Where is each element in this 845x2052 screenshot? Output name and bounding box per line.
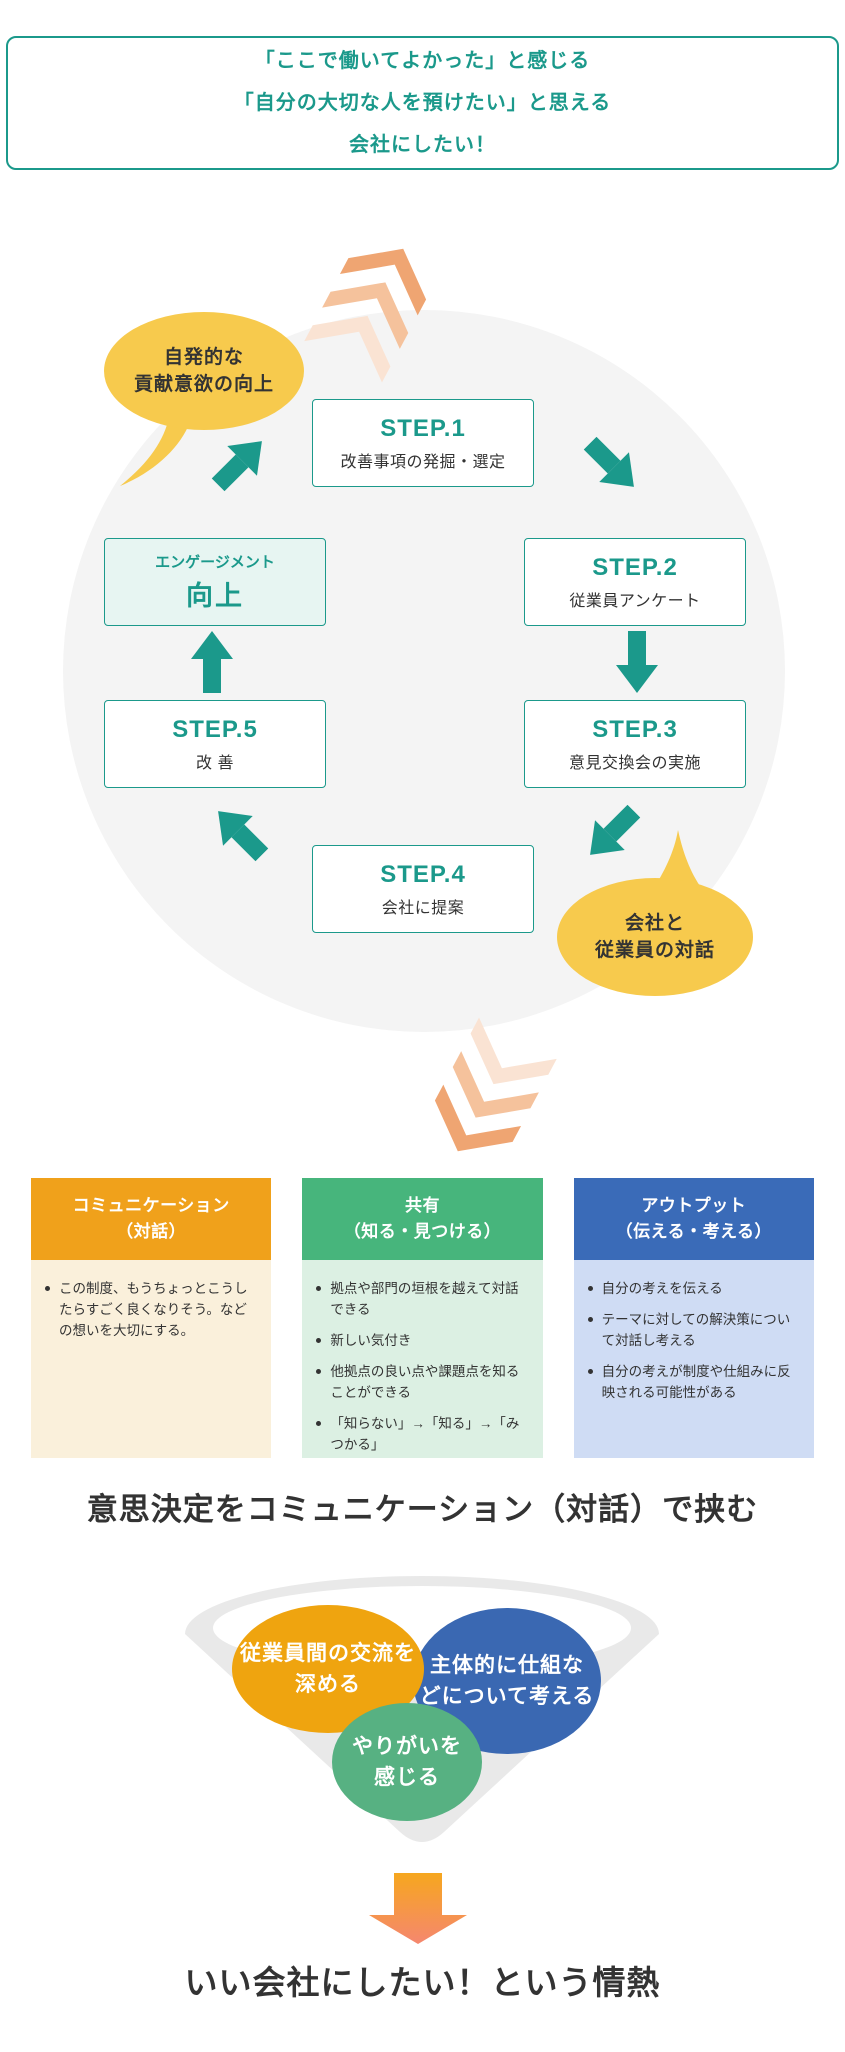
column-output: アウトプット （伝える・考える） 自分の考えを伝えるテーマに対しての解決策につい… — [573, 1178, 814, 1458]
funnel-diagram: 従業員間の交流を 深める 主体的に仕組な どについて考える やりがいを 感じる — [0, 1570, 845, 1860]
step-2-box: STEP.2 従業員アンケート — [524, 538, 746, 626]
column-output-header: アウトプット （伝える・考える） — [573, 1178, 814, 1260]
column-output-title: アウトプット — [641, 1196, 747, 1215]
column-output-body: 自分の考えを伝えるテーマに対しての解決策について対話し考える自分の考えが制度や仕… — [573, 1260, 814, 1458]
bubble-bottom-line-2: 従業員の対話 — [594, 940, 715, 961]
step-3-box: STEP.3 意見交換会の実施 — [524, 700, 746, 788]
goal-message-box: 「ここで働いてよかった」と感じる 「自分の大切な人を預けたい」と思える 会社にし… — [6, 36, 839, 170]
funnel-circle-fulfillment-line-1: やりがいを — [352, 1735, 462, 1758]
goal-line-2: 「自分の大切な人を預けたい」と思える — [233, 92, 612, 114]
step-4-desc: 会社に提案 — [381, 899, 465, 917]
speech-bubble-voluntary-contribution: 自発的な 貢献意欲の向上 — [104, 312, 304, 430]
column-sharing-body: 拠点や部門の垣根を越えて対話できる新しい気付き他拠点の良い点や課題点を知ることが… — [302, 1260, 543, 1458]
column-output-subtitle: （伝える・考える） — [615, 1222, 773, 1241]
column-sharing-bullets: 拠点や部門の垣根を越えて対話できる新しい気付き他拠点の良い点や課題点を知ることが… — [314, 1278, 528, 1455]
bullet-item: 「知らない」→「知る」→「みつかる」 — [314, 1413, 528, 1455]
column-communication-body: この制度、もうちょっとこうしたらすごく良くなりそう。などの想いを大切にする。 — [31, 1260, 272, 1458]
bubble-bottom-line-1: 会社と — [624, 913, 685, 934]
bubble-top-line-2: 貢献意欲の向上 — [133, 374, 274, 395]
bullet-item: 拠点や部門の垣根を越えて対話できる — [314, 1278, 528, 1320]
bullet-item: テーマに対しての解決策について対話し考える — [586, 1309, 800, 1351]
step-5-desc: 改 善 — [196, 754, 234, 772]
bullet-item: 自分の考えが制度や仕組みに反映される可能性がある — [586, 1361, 800, 1403]
bullet-item: この制度、もうちょっとこうしたらすごく良くなりそう。などの想いを大切にする。 — [43, 1278, 257, 1341]
step-1-box: STEP.1 改善事項の発掘・選定 — [312, 399, 534, 487]
mid-heading: 意思決定をコミュニケーション（対話）で挟む — [86, 1492, 759, 1527]
funnel-circle-fulfillment-line-2: 感じる — [374, 1766, 440, 1789]
goal-line-3: 会社にしたい！ — [349, 134, 496, 156]
chevron-up-icon — [304, 248, 427, 383]
arrow-down-icon — [616, 631, 658, 693]
column-communication-header: コミュニケーション （対話） — [31, 1178, 272, 1260]
chevron-down-icon — [434, 1017, 557, 1152]
bubble-top-line-1: 自発的な — [163, 347, 244, 368]
goal-line-1: 「ここで働いてよかった」と感じる — [254, 50, 591, 72]
column-sharing-title: 共有 — [404, 1196, 440, 1215]
step-5-box: STEP.5 改 善 — [104, 700, 326, 788]
arrow-up-left-icon — [218, 811, 269, 862]
arrow-up-right-icon — [211, 441, 262, 492]
column-output-bullets: 自分の考えを伝えるテーマに対しての解決策について対話し考える自分の考えが制度や仕… — [586, 1278, 800, 1403]
step-5-label: STEP.5 — [172, 715, 258, 743]
step-3-desc: 意見交換会の実施 — [568, 754, 701, 772]
step-3-label: STEP.3 — [592, 715, 678, 743]
funnel-circle-proactive-line-1: 主体的に仕組な — [430, 1654, 584, 1677]
arrow-down-right-icon — [583, 436, 634, 487]
column-communication-title: コミュニケーション — [72, 1196, 230, 1215]
bullet-item: 他拠点の良い点や課題点を知ることができる — [314, 1361, 528, 1403]
step-4-label: STEP.4 — [380, 860, 466, 888]
big-down-arrow-icon — [369, 1873, 467, 1944]
improvement-cycle-diagram: 自発的な 貢献意欲の向上 会社と 従業員の対話 エンゲージメント 向上 STEP… — [0, 200, 845, 1160]
column-communication: コミュニケーション （対話） この制度、もうちょっとこうしたらすごく良くなりそう… — [31, 1178, 272, 1458]
column-sharing: 共有 （知る・見つける） 拠点や部門の垣根を越えて対話できる新しい気付き他拠点の… — [302, 1178, 543, 1458]
step-2-desc: 従業員アンケート — [569, 592, 701, 610]
arrow-down-left-icon — [590, 804, 641, 855]
engagement-value: 向上 — [186, 581, 244, 611]
step-4-box: STEP.4 会社に提案 — [312, 845, 534, 933]
bullet-item: 自分の考えを伝える — [586, 1278, 800, 1299]
funnel-circle-exchange-line-1: 従業員間の交流を — [240, 1642, 416, 1665]
step-1-label: STEP.1 — [380, 414, 466, 442]
funnel-circle-exchange-line-2: 深める — [295, 1673, 361, 1696]
column-sharing-header: 共有 （知る・見つける） — [302, 1178, 543, 1260]
column-communication-subtitle: （対話） — [116, 1222, 187, 1241]
step-2-label: STEP.2 — [592, 553, 678, 581]
three-value-columns: コミュニケーション （対話） この制度、もうちょっとこうしたらすごく良くなりそう… — [31, 1178, 814, 1458]
bottom-heading: いい会社にしたい！という情熱 — [184, 1964, 661, 2001]
funnel-circle-proactive-line-2: どについて考える — [419, 1685, 595, 1708]
arrow-up-icon — [191, 631, 233, 693]
engagement-up-box: エンゲージメント 向上 — [104, 538, 326, 626]
bullet-item: 新しい気付き — [314, 1330, 528, 1351]
speech-bubble-tail — [120, 412, 190, 486]
speech-bubble-company-employee-dialogue: 会社と 従業員の対話 — [557, 878, 753, 996]
column-communication-bullets: この制度、もうちょっとこうしたらすごく良くなりそう。などの想いを大切にする。 — [43, 1278, 257, 1341]
step-1-desc: 改善事項の発掘・選定 — [340, 453, 506, 471]
funnel-circle-fulfillment: やりがいを 感じる — [332, 1703, 482, 1821]
column-sharing-subtitle: （知る・見つける） — [343, 1222, 502, 1241]
engagement-label: エンゲージメント — [155, 554, 275, 571]
